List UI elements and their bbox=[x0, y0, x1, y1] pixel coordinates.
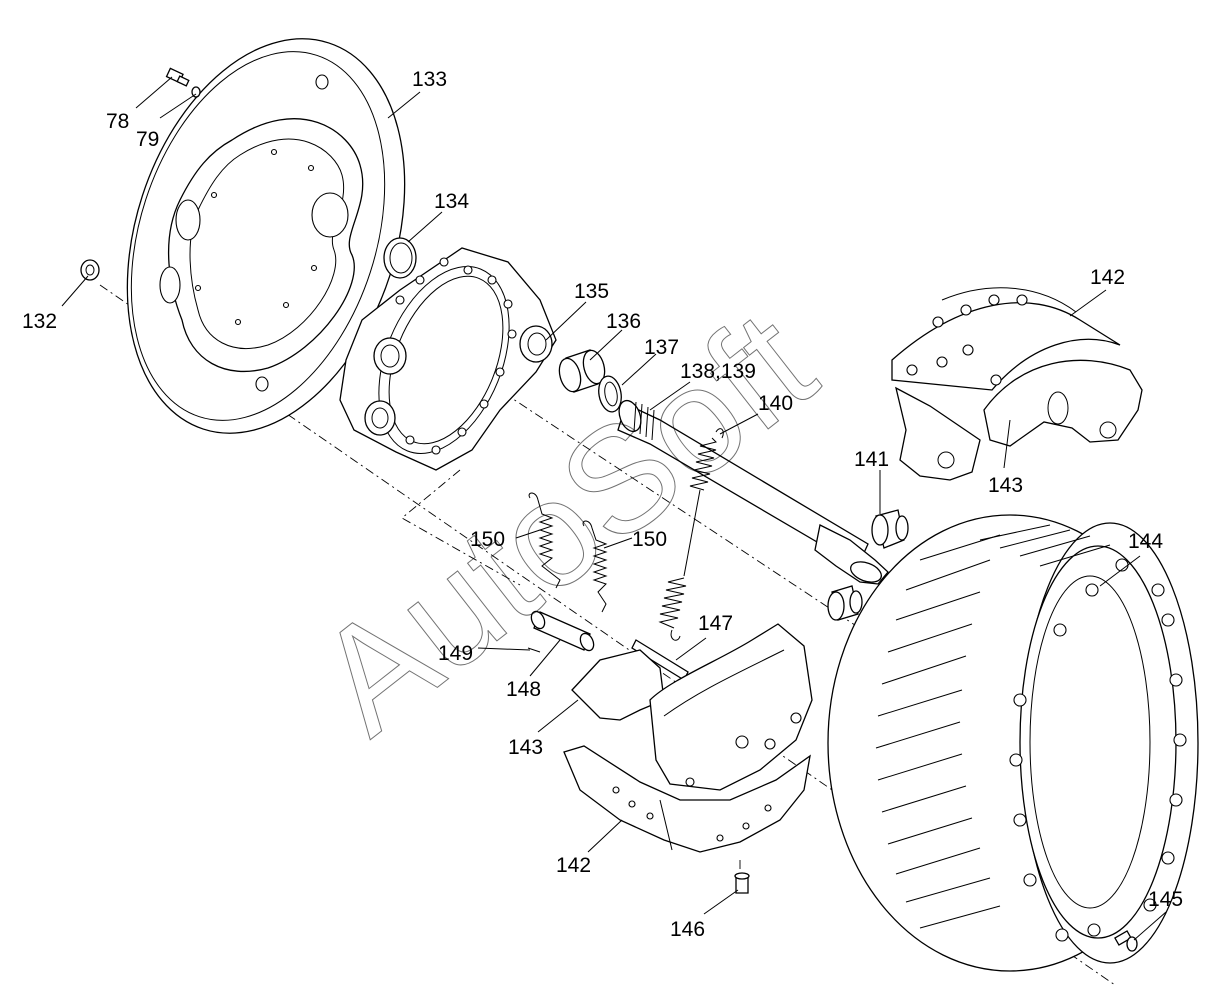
anchor-pin-148 bbox=[530, 610, 595, 652]
backing-plate-133 bbox=[126, 38, 406, 434]
label-143-upper: 143 bbox=[988, 474, 1023, 497]
label-140: 140 bbox=[758, 392, 793, 415]
label-150-right: 150 bbox=[632, 528, 667, 551]
label-143-lower: 143 bbox=[508, 736, 543, 759]
label-141: 141 bbox=[854, 448, 889, 471]
label-150-left: 150 bbox=[470, 528, 505, 551]
rivet-146 bbox=[734, 872, 750, 894]
brake-shoe-143-upper bbox=[895, 359, 1143, 481]
label-144: 144 bbox=[1128, 530, 1163, 553]
brake-lining-142-upper bbox=[891, 287, 1121, 391]
label-142-upper: 142 bbox=[1090, 266, 1125, 289]
label-132: 132 bbox=[22, 310, 57, 333]
part-number-labels: 78 79 133 132 134 135 136 137 138,139 14… bbox=[22, 68, 1183, 941]
label-136: 136 bbox=[606, 310, 641, 333]
brake-lining-142-lower bbox=[563, 745, 811, 853]
roller-141 bbox=[871, 509, 909, 549]
leader-lines bbox=[61, 76, 1167, 941]
brake-shoe-143-lower bbox=[571, 623, 813, 791]
screw-145 bbox=[1114, 930, 1138, 952]
seal-ring-134 bbox=[383, 237, 417, 279]
seal-137 bbox=[598, 375, 622, 413]
return-spring-140 bbox=[658, 428, 724, 641]
roller-141b bbox=[827, 585, 863, 621]
spring-150-right bbox=[582, 520, 608, 613]
brake-spider-135 bbox=[339, 247, 557, 471]
label-148: 148 bbox=[506, 678, 541, 701]
label-134: 134 bbox=[434, 190, 469, 213]
label-78: 78 bbox=[106, 110, 129, 133]
spring-150-left bbox=[528, 492, 561, 589]
bush-136 bbox=[558, 349, 606, 393]
clip-149 bbox=[527, 647, 541, 653]
label-137: 137 bbox=[644, 336, 679, 359]
bolt-78 bbox=[165, 67, 190, 87]
washer-79 bbox=[191, 86, 201, 98]
label-135: 135 bbox=[574, 280, 609, 303]
label-147: 147 bbox=[698, 612, 733, 635]
label-146: 146 bbox=[670, 918, 705, 941]
label-133: 133 bbox=[412, 68, 447, 91]
camshaft-138-139 bbox=[617, 399, 889, 585]
label-142-lower: 142 bbox=[556, 854, 591, 877]
label-145: 145 bbox=[1148, 888, 1183, 911]
brake-drum-144 bbox=[827, 514, 1199, 972]
label-79: 79 bbox=[136, 128, 159, 151]
label-138-139: 138,139 bbox=[680, 360, 756, 383]
label-149: 149 bbox=[438, 642, 473, 665]
nut-132 bbox=[80, 259, 100, 281]
